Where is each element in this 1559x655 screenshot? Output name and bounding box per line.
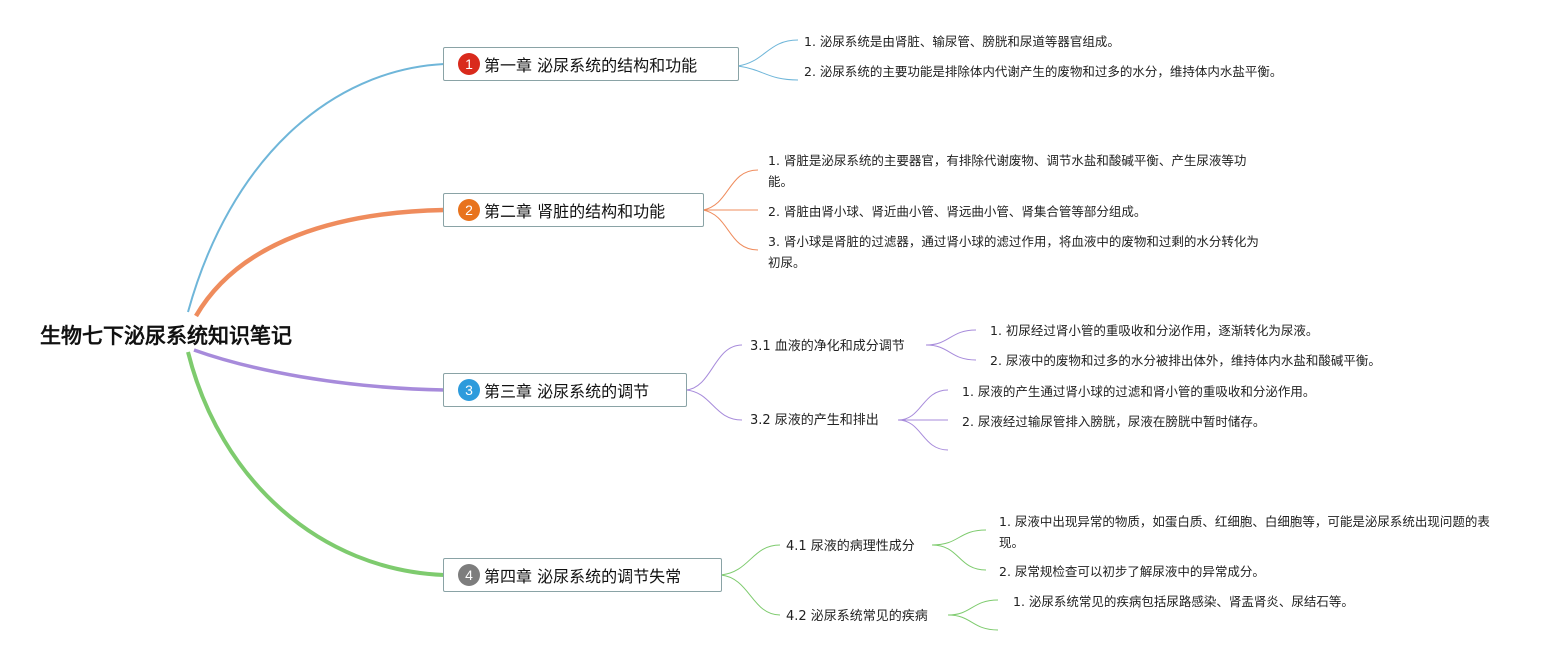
section-line-4-2 (720, 574, 781, 616)
branch-line-chapter-4 (186, 351, 445, 577)
section-3-2[interactable]: 3.2 尿液的产生和排出 (750, 413, 879, 428)
number-badge-3: 3 (458, 379, 480, 401)
leaf-3-2-2[interactable]: 2. 尿液经过输尿管排入膀胱，尿液在膀胱中暂时储存。 (962, 414, 1266, 429)
chapter-node-1[interactable]: 1 第一章 泌尿系统的结构和功能 (443, 47, 739, 81)
leaf-line-3-1-1 (925, 329, 977, 346)
leaf-line-4-2-2 (947, 614, 999, 631)
leaf-line-1-1 (737, 39, 799, 67)
chapter-title-4: 第四章 泌尿系统的调节失常 (484, 567, 682, 586)
leaf-line-2-3 (702, 209, 759, 251)
leaf-4-1-2[interactable]: 2. 尿常规检查可以初步了解尿液中的异常成分。 (999, 564, 1265, 579)
branch-line-chapter-2 (194, 207, 445, 318)
leaf-line-4-1-2 (931, 544, 987, 571)
chapter-node-4[interactable]: 4 第四章 泌尿系统的调节失常 (443, 558, 722, 592)
leaf-4-2-1[interactable]: 1. 泌尿系统常见的疾病包括尿路感染、肾盂肾炎、尿结石等。 (1013, 594, 1354, 609)
leaf-line-3-2-1 (897, 389, 949, 421)
leaf-line-4-1-1 (931, 529, 987, 546)
branch-line-chapter-1 (187, 63, 445, 313)
number-badge-2: 2 (458, 199, 480, 221)
chapter-title-1: 第一章 泌尿系统的结构和功能 (484, 56, 698, 75)
leaf-1-2[interactable]: 2. 泌尿系统的主要功能是排除体内代谢产生的废物和过多的水分，维持体内水盐平衡。 (804, 64, 1283, 79)
leaf-line-4-2-1 (947, 599, 999, 616)
section-line-4-1 (720, 544, 781, 576)
leaf-line-1-2 (737, 65, 799, 81)
branch-line-chapter-3 (193, 348, 445, 392)
section-3-1[interactable]: 3.1 血液的净化和成分调节 (750, 339, 905, 354)
section-line-3-2 (685, 389, 743, 421)
section-line-3-1 (685, 344, 743, 391)
leaf-line-2-1 (702, 169, 759, 211)
section-4-1[interactable]: 4.1 尿液的病理性成分 (786, 539, 915, 554)
leaf-1-1[interactable]: 1. 泌尿系统是由肾脏、输尿管、膀胱和尿道等器官组成。 (804, 34, 1120, 49)
leaf-3-2-1[interactable]: 1. 尿液的产生通过肾小球的过滤和肾小管的重吸收和分泌作用。 (962, 384, 1316, 399)
leaf-4-1-1[interactable]: 1. 尿液中出现异常的物质，如蛋白质、红细胞、白细胞等，可能是泌尿系统出现问题的… (999, 514, 1490, 550)
chapter-title-3: 第三章 泌尿系统的调节 (484, 382, 650, 401)
section-4-2[interactable]: 4.2 泌尿系统常见的疾病 (786, 609, 928, 624)
chapter-node-3[interactable]: 3 第三章 泌尿系统的调节 (443, 373, 687, 407)
leaf-3-1-1[interactable]: 1. 初尿经过肾小管的重吸收和分泌作用，逐渐转化为尿液。 (990, 323, 1319, 338)
leaf-line-3-2-3 (897, 419, 949, 451)
leaf-2-2[interactable]: 2. 肾脏由肾小球、肾近曲小管、肾远曲小管、肾集合管等部分组成。 (768, 204, 1147, 219)
chapter-title-2: 第二章 肾脏的结构和功能 (484, 202, 666, 221)
number-badge-4: 4 (458, 564, 480, 586)
leaf-3-1-2[interactable]: 2. 尿液中的废物和过多的水分被排出体外，维持体内水盐和酸碱平衡。 (990, 353, 1381, 368)
chapter-node-2[interactable]: 2 第二章 肾脏的结构和功能 (443, 193, 704, 227)
mindmap-root-title[interactable]: 生物七下泌尿系统知识笔记 (40, 324, 292, 348)
leaf-2-3[interactable]: 3. 肾小球是肾脏的过滤器，通过肾小球的滤过作用，将血液中的废物和过剩的水分转化… (768, 234, 1259, 270)
leaf-line-3-1-2 (925, 344, 977, 361)
number-badge-1: 1 (458, 53, 480, 75)
leaf-2-1[interactable]: 1. 肾脏是泌尿系统的主要器官，有排除代谢废物、调节水盐和酸碱平衡、产生尿液等功… (768, 153, 1247, 189)
